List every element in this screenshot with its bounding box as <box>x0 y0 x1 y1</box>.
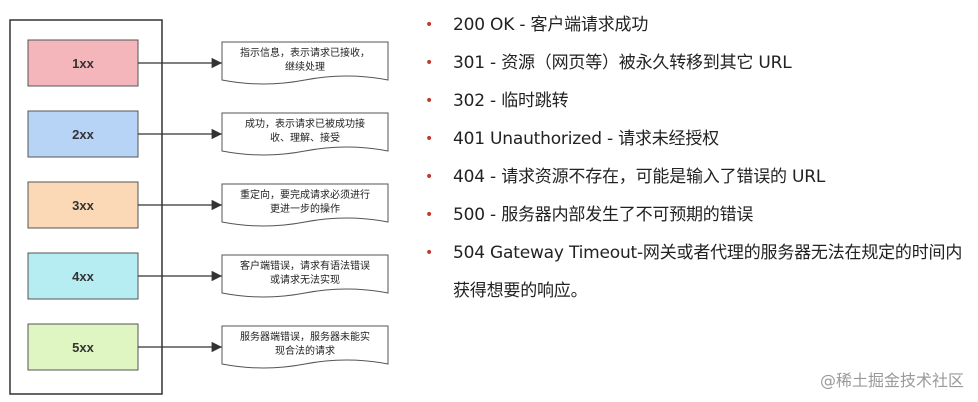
description-note-2xx <box>221 112 389 156</box>
status-code-text: 302 - 临时跳转 <box>453 91 569 111</box>
category-box-2xx <box>27 110 139 158</box>
description-note-3xx <box>221 183 389 227</box>
category-box-5xx <box>27 323 139 371</box>
status-code-item: • 200 OK - 客户端请求成功 <box>425 6 978 44</box>
status-code-item: • 404 - 请求资源不存在，可能是输入了错误的 URL <box>425 158 978 196</box>
status-code-text: 500 - 服务器内部发生了不可预期的错误 <box>453 205 754 225</box>
description-note-4xx <box>221 254 389 298</box>
status-code-text: 404 - 请求资源不存在，可能是输入了错误的 URL <box>453 167 826 187</box>
category-code-5xx: 5xx <box>72 340 94 355</box>
status-code-item: • 504 Gateway Timeout-网关或者代理的服务器无法在规定的时间内… <box>425 234 978 310</box>
category-code-2xx: 2xx <box>72 127 94 142</box>
bullet-icon: • <box>425 245 434 261</box>
description-line: 重定向，要完成请求必须进行 <box>240 188 370 201</box>
description-line: 收、理解、接受 <box>270 131 340 144</box>
description-line: 现合法的请求 <box>275 344 335 357</box>
bullet-icon: • <box>425 17 434 33</box>
status-code-text: 401 Unauthorized - 请求未经授权 <box>453 129 719 149</box>
category-code-1xx: 1xx <box>72 56 94 71</box>
bullet-icon: • <box>425 93 434 109</box>
bullet-icon: • <box>425 131 434 147</box>
status-code-item: • 401 Unauthorized - 请求未经授权 <box>425 120 978 158</box>
description-line: 客户端错误，请求有语法错误 <box>240 259 370 272</box>
category-code-4xx: 4xx <box>72 269 94 284</box>
status-code-item: • 302 - 临时跳转 <box>425 82 978 120</box>
description-note-5xx <box>221 325 389 369</box>
description-line: 或请求无法实现 <box>270 273 340 286</box>
status-code-item: • 500 - 服务器内部发生了不可预期的错误 <box>425 196 978 234</box>
description-line: 成功，表示请求已被成功接 <box>245 117 365 130</box>
category-row-1xx: 1xx 指示信息，表示请求已接收，继续处理 <box>27 39 389 87</box>
description-line: 指示信息，表示请求已接收， <box>240 46 370 59</box>
description-line: 服务器端错误，服务器未能实 <box>240 330 370 343</box>
watermark: @稀土掘金技术社区 <box>819 371 964 390</box>
bullet-icon: • <box>425 169 434 185</box>
bullet-icon: • <box>425 55 434 71</box>
description-line: 更进一步的操作 <box>270 202 340 215</box>
http-status-diagram: 1xx 指示信息，表示请求已接收，继续处理 2xx 成功，表示请求已被成功接收、理解、… <box>9 19 389 395</box>
outer-container <box>9 19 163 395</box>
bullet-icon: • <box>425 207 434 223</box>
status-code-text: 301 - 资源（网页等）被永久转移到其它 URL <box>453 53 792 73</box>
category-code-3xx: 3xx <box>72 198 94 213</box>
description-note-1xx <box>221 41 389 85</box>
status-code-text: 200 OK - 客户端请求成功 <box>453 15 649 35</box>
category-box-1xx <box>27 39 139 87</box>
status-code-text: 504 Gateway Timeout-网关或者代理的服务器无法在规定的时间内获… <box>453 243 963 301</box>
category-box-3xx <box>27 181 139 229</box>
description-line: 继续处理 <box>285 60 325 73</box>
status-code-item: • 301 - 资源（网页等）被永久转移到其它 URL <box>425 44 978 82</box>
status-code-list: • 200 OK - 客户端请求成功 • 301 - 资源（网页等）被永久转移到其它 … <box>425 6 978 310</box>
